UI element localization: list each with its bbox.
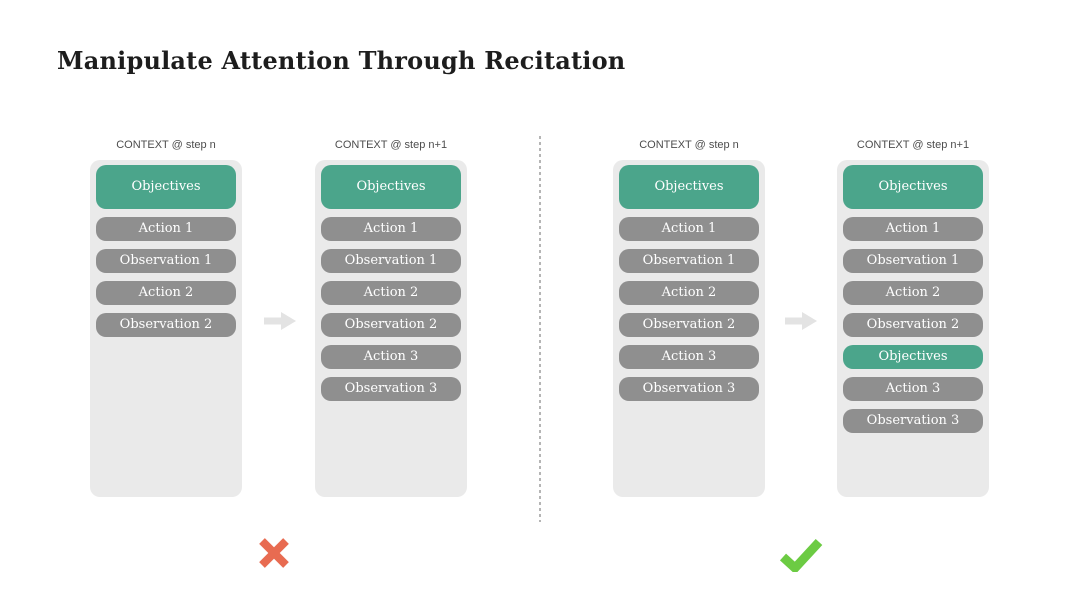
vertical-divider: [539, 136, 541, 522]
panel-right-step-n1: CONTEXT @ step n+1 Objectives Action 1 O…: [837, 138, 989, 497]
panel-header: CONTEXT @ step n+1: [334, 139, 448, 151]
check-icon: [779, 538, 823, 572]
right-arrow-icon: [785, 312, 817, 330]
box-objectives-recited: Objectives: [843, 345, 983, 369]
panel-right-step-n: CONTEXT @ step n Objectives Action 1 Obs…: [613, 138, 765, 497]
context-container: Objectives Action 1 Observation 1 Action…: [315, 160, 467, 497]
box-action-2: Action 2: [619, 281, 759, 305]
box-observation-1: Observation 1: [96, 249, 236, 273]
panel-header: CONTEXT @ step n: [639, 139, 739, 151]
box-action-2: Action 2: [96, 281, 236, 305]
box-observation-2: Observation 2: [321, 313, 461, 337]
box-observation-2: Observation 2: [843, 313, 983, 337]
panel-left-step-n1: CONTEXT @ step n+1 Objectives Action 1 O…: [315, 138, 467, 497]
panel-left-step-n: CONTEXT @ step n Objectives Action 1 Obs…: [90, 138, 242, 497]
box-observation-3: Observation 3: [619, 377, 759, 401]
box-action-3: Action 3: [843, 377, 983, 401]
box-objectives: Objectives: [96, 165, 236, 209]
box-observation-2: Observation 2: [96, 313, 236, 337]
context-container: Objectives Action 1 Observation 1 Action…: [90, 160, 242, 497]
box-objectives: Objectives: [619, 165, 759, 209]
panel-header: CONTEXT @ step n+1: [856, 139, 970, 151]
box-action-1: Action 1: [321, 217, 461, 241]
panel-header: CONTEXT @ step n: [116, 139, 216, 151]
page-title: Manipulate Attention Through Recitation: [57, 46, 626, 75]
context-container: Objectives Action 1 Observation 1 Action…: [613, 160, 765, 497]
box-objectives: Objectives: [843, 165, 983, 209]
context-container: Objectives Action 1 Observation 1 Action…: [837, 160, 989, 497]
box-action-3: Action 3: [321, 345, 461, 369]
box-action-2: Action 2: [321, 281, 461, 305]
box-action-1: Action 1: [96, 217, 236, 241]
box-observation-3: Observation 3: [843, 409, 983, 433]
box-observation-1: Observation 1: [321, 249, 461, 273]
box-observation-1: Observation 1: [843, 249, 983, 273]
right-arrow-icon: [264, 312, 296, 330]
box-observation-1: Observation 1: [619, 249, 759, 273]
cross-icon: [259, 538, 289, 568]
box-objectives: Objectives: [321, 165, 461, 209]
box-action-2: Action 2: [843, 281, 983, 305]
box-observation-2: Observation 2: [619, 313, 759, 337]
box-observation-3: Observation 3: [321, 377, 461, 401]
box-action-1: Action 1: [843, 217, 983, 241]
box-action-3: Action 3: [619, 345, 759, 369]
box-action-1: Action 1: [619, 217, 759, 241]
